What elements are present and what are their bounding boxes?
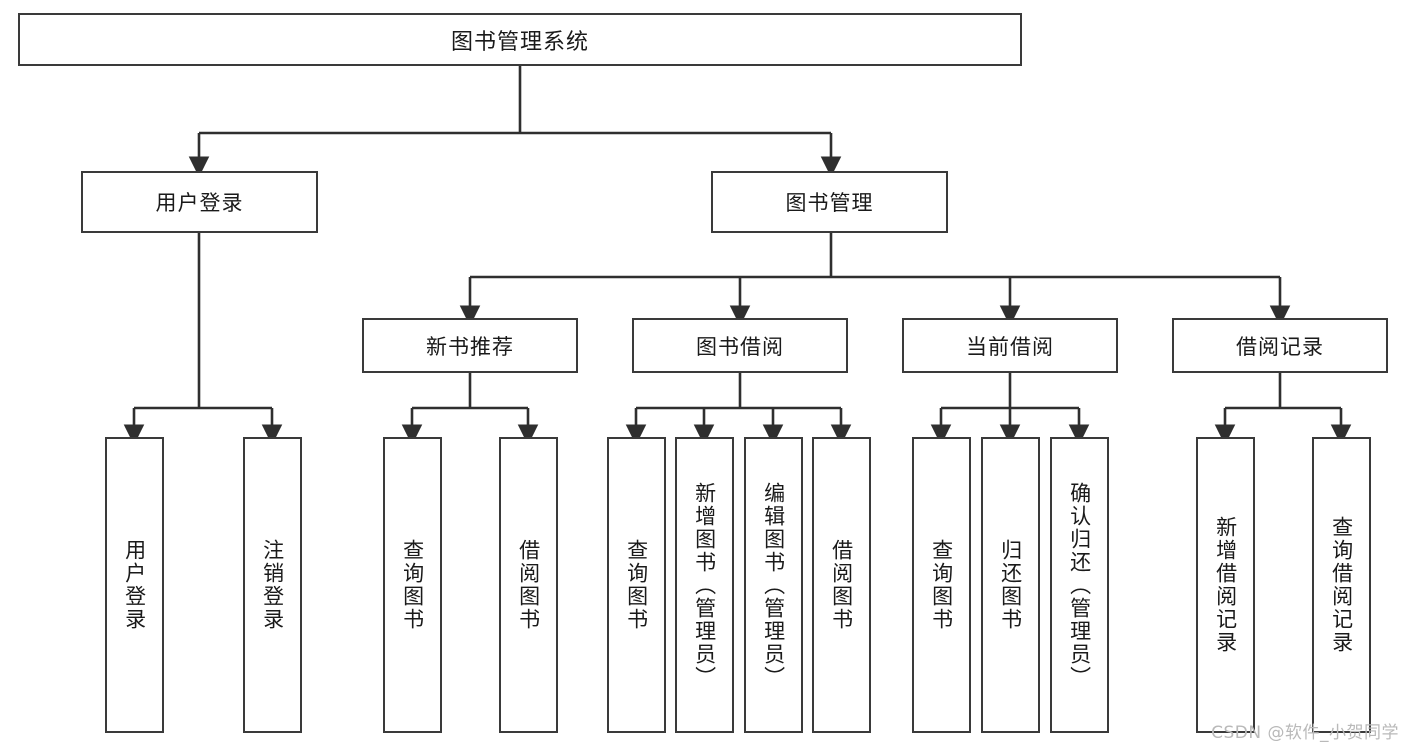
node-leaf-query-book-3[interactable]: 查询图书 (912, 437, 971, 733)
node-label: 查询借阅记录 (1329, 516, 1354, 654)
node-leaf-query-record[interactable]: 查询借阅记录 (1312, 437, 1371, 733)
node-label: 借阅记录 (1236, 334, 1324, 359)
node-leaf-user-login[interactable]: 用户登录 (105, 437, 164, 733)
node-label: 借阅图书 (829, 539, 854, 631)
node-leaf-logout-login[interactable]: 注销登录 (243, 437, 302, 733)
node-label: 新书推荐 (426, 334, 514, 359)
node-label: 用户登录 (155, 191, 244, 215)
node-leaf-borrow-book-1[interactable]: 借阅图书 (499, 437, 558, 733)
node-label: 借阅图书 (516, 539, 541, 631)
node-book-management[interactable]: 图书管理 (711, 171, 948, 233)
node-label: 当前借阅 (966, 334, 1054, 359)
node-current-borrow[interactable]: 当前借阅 (902, 318, 1118, 373)
node-leaf-confirm-return[interactable]: 确认归还（管理员） (1050, 437, 1109, 733)
node-book-borrow[interactable]: 图书借阅 (632, 318, 848, 373)
watermark-text: CSDN @软件_小贺同学 (1211, 723, 1399, 743)
node-user-login[interactable]: 用户登录 (81, 171, 318, 233)
node-leaf-query-book-2[interactable]: 查询图书 (607, 437, 666, 733)
node-label: 用户登录 (122, 539, 147, 631)
node-leaf-query-book-1[interactable]: 查询图书 (383, 437, 442, 733)
node-label: 查询图书 (624, 539, 649, 631)
node-new-book-recommend[interactable]: 新书推荐 (362, 318, 578, 373)
node-label: 注销登录 (260, 539, 285, 631)
node-label: 新增图书（管理员） (692, 481, 717, 689)
node-label: 查询图书 (929, 539, 954, 631)
node-borrow-record[interactable]: 借阅记录 (1172, 318, 1388, 373)
node-root-system[interactable]: 图书管理系统 (18, 13, 1022, 66)
node-label: 确认归还（管理员） (1067, 481, 1092, 689)
node-label: 图书管理 (785, 191, 874, 215)
node-label: 新增借阅记录 (1213, 516, 1238, 654)
node-label: 归还图书 (998, 539, 1023, 631)
node-leaf-borrow-book-2[interactable]: 借阅图书 (812, 437, 871, 733)
node-label: 图书借阅 (696, 334, 784, 359)
node-leaf-add-record[interactable]: 新增借阅记录 (1196, 437, 1255, 733)
node-label: 图书管理系统 (450, 29, 589, 55)
node-leaf-return-book[interactable]: 归还图书 (981, 437, 1040, 733)
node-label: 查询图书 (400, 539, 425, 631)
node-leaf-add-book[interactable]: 新增图书（管理员） (675, 437, 734, 733)
node-leaf-edit-book[interactable]: 编辑图书（管理员） (744, 437, 803, 733)
node-label: 编辑图书（管理员） (761, 481, 786, 689)
